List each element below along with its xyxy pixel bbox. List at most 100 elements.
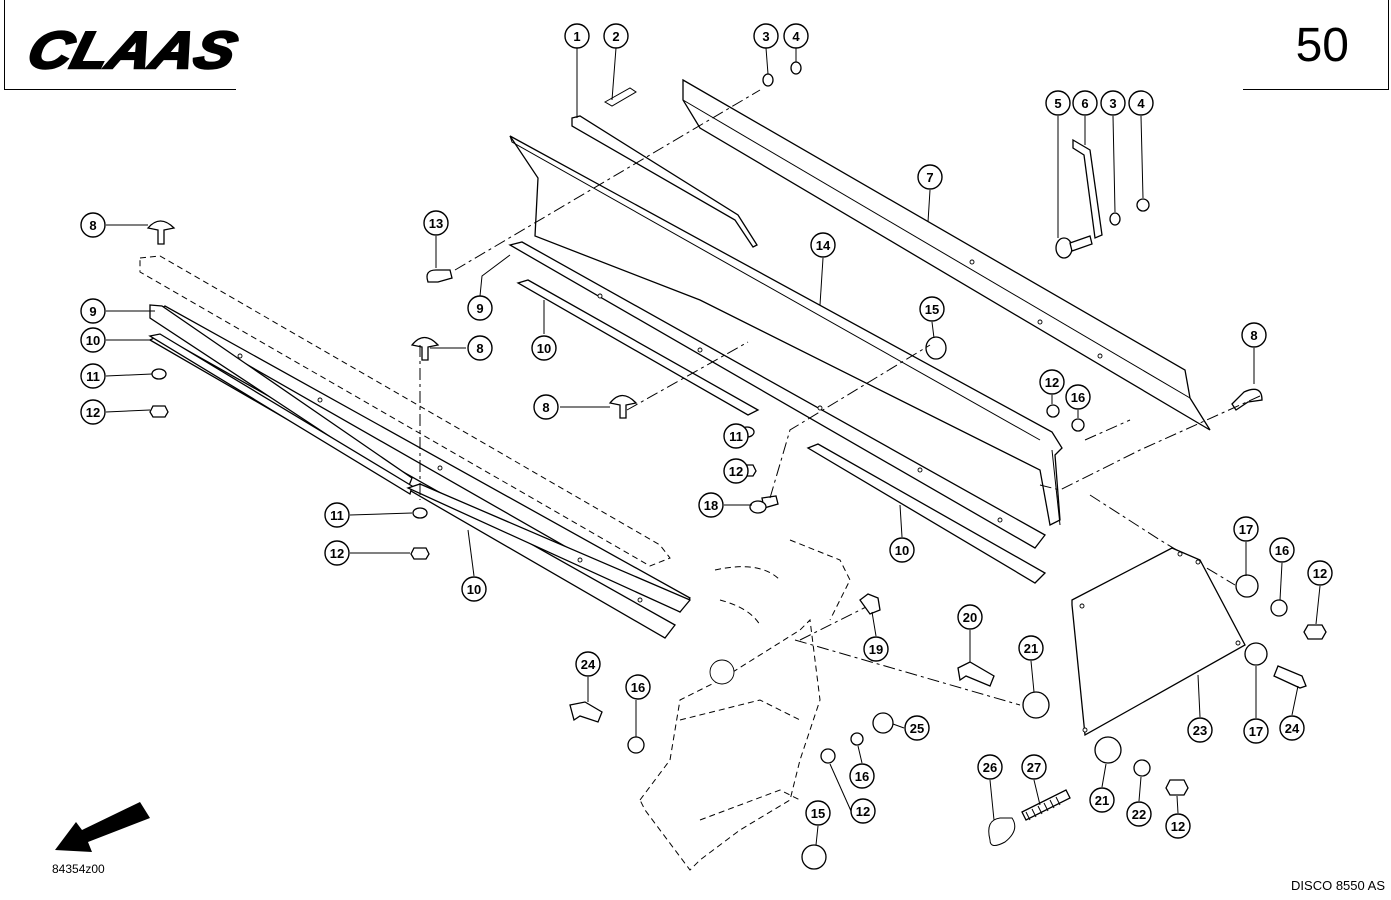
- svg-text:19: 19: [869, 642, 883, 657]
- svg-text:24: 24: [1285, 721, 1300, 736]
- callout-19: 19: [863, 636, 889, 662]
- svg-text:26: 26: [983, 760, 997, 775]
- callout-12e: 12: [1307, 560, 1333, 586]
- callout-12g: 12: [1165, 813, 1191, 839]
- svg-text:25: 25: [910, 721, 924, 736]
- callout-4b: 4: [1128, 90, 1154, 116]
- callout-11a: 11: [80, 363, 106, 389]
- svg-text:12: 12: [1313, 566, 1327, 581]
- svg-text:12: 12: [86, 405, 100, 420]
- callout-8c: 8: [533, 394, 559, 420]
- callout-3: 3: [753, 23, 779, 49]
- svg-text:18: 18: [704, 498, 718, 513]
- callout-9a: 9: [80, 298, 106, 324]
- svg-text:11: 11: [330, 508, 344, 523]
- svg-text:12: 12: [330, 546, 344, 561]
- svg-text:17: 17: [1239, 522, 1253, 537]
- svg-text:2: 2: [612, 29, 619, 44]
- callout-4: 4: [783, 23, 809, 49]
- spring-hook: [988, 789, 1071, 846]
- svg-text:16: 16: [1071, 390, 1085, 405]
- svg-text:4: 4: [792, 29, 800, 44]
- svg-text:8: 8: [542, 400, 549, 415]
- page-number: 50: [1295, 19, 1349, 72]
- callout-7: 7: [917, 164, 943, 190]
- callout-3b: 3: [1100, 90, 1126, 116]
- callout-16c: 16: [625, 674, 651, 700]
- svg-text:16: 16: [855, 769, 869, 784]
- svg-text:16: 16: [1275, 543, 1289, 558]
- callout-24b: 24: [1279, 715, 1305, 741]
- callout-16b: 16: [1269, 537, 1295, 563]
- callout-leaders: [105, 47, 1321, 846]
- svg-text:24: 24: [581, 657, 596, 672]
- callout-2: 2: [603, 23, 629, 49]
- callout-6: 6: [1072, 90, 1098, 116]
- callout-11b: 11: [723, 423, 749, 449]
- center-wear-strips: [508, 241, 1047, 584]
- svg-text:8: 8: [89, 218, 96, 233]
- brand-logo-text: CLAAS: [22, 24, 242, 74]
- svg-text:9: 9: [89, 304, 96, 319]
- side-plate: [1071, 547, 1246, 737]
- drawing-code: 84354z00: [52, 862, 105, 876]
- svg-text:12: 12: [729, 464, 743, 479]
- callout-12a: 12: [80, 399, 106, 425]
- svg-text:10: 10: [467, 582, 481, 597]
- callout-27: 27: [1021, 754, 1047, 780]
- callout-24a: 24: [575, 651, 601, 677]
- svg-text:12: 12: [856, 804, 870, 819]
- callout-8b: 8: [467, 335, 493, 361]
- svg-text:4: 4: [1137, 96, 1145, 111]
- callout-12d: 12: [324, 540, 350, 566]
- svg-text:1: 1: [573, 29, 580, 44]
- washer-nut-top: [762, 61, 802, 87]
- svg-text:7: 7: [926, 170, 933, 185]
- header-frame-left: [4, 0, 5, 89]
- callout-22: 22: [1126, 801, 1152, 827]
- svg-text:21: 21: [1095, 793, 1109, 808]
- callout-23: 23: [1187, 717, 1213, 743]
- callout-12c: 12: [723, 458, 749, 484]
- callout-12b: 12: [1039, 369, 1065, 395]
- svg-text:3: 3: [762, 29, 769, 44]
- callout-10a: 10: [80, 327, 106, 353]
- callout-21a: 21: [1018, 635, 1044, 661]
- direction-arrow-icon: [55, 802, 150, 852]
- guard-sheet: [682, 78, 1211, 431]
- callout-20: 20: [957, 604, 983, 630]
- bracket-bolt-assembly: [1055, 138, 1150, 259]
- callout-9b: 9: [467, 295, 493, 321]
- callout-12f: 12: [850, 798, 876, 824]
- callout-16a: 16: [1065, 384, 1091, 410]
- svg-text:27: 27: [1027, 760, 1041, 775]
- callout-5: 5: [1045, 90, 1071, 116]
- header-rule-left: [4, 89, 236, 90]
- callout-16d: 16: [849, 763, 875, 789]
- svg-text:8: 8: [476, 341, 483, 356]
- callout-1: 1: [564, 23, 590, 49]
- svg-text:10: 10: [895, 543, 909, 558]
- svg-text:20: 20: [963, 610, 977, 625]
- callout-13: 13: [423, 210, 449, 236]
- svg-text:16: 16: [631, 680, 645, 695]
- callout-10d: 10: [889, 537, 915, 563]
- left-wear-strips: [139, 255, 692, 639]
- callout-8a: 8: [80, 212, 106, 238]
- callout-10c: 10: [461, 576, 487, 602]
- eye-bolts: [801, 336, 947, 870]
- svg-text:11: 11: [729, 429, 743, 444]
- svg-text:9: 9: [476, 301, 483, 316]
- lower-bracket-outline: [569, 539, 894, 871]
- callout-21b: 21: [1089, 787, 1115, 813]
- callout-15b: 15: [805, 800, 831, 826]
- svg-text:17: 17: [1249, 724, 1263, 739]
- svg-text:12: 12: [1171, 819, 1185, 834]
- svg-text:11: 11: [86, 369, 100, 384]
- clip-pin: [603, 87, 637, 107]
- svg-text:10: 10: [86, 333, 100, 348]
- carriage-bolts: [146, 220, 1263, 419]
- svg-text:15: 15: [925, 302, 939, 317]
- svg-text:8: 8: [1250, 328, 1257, 343]
